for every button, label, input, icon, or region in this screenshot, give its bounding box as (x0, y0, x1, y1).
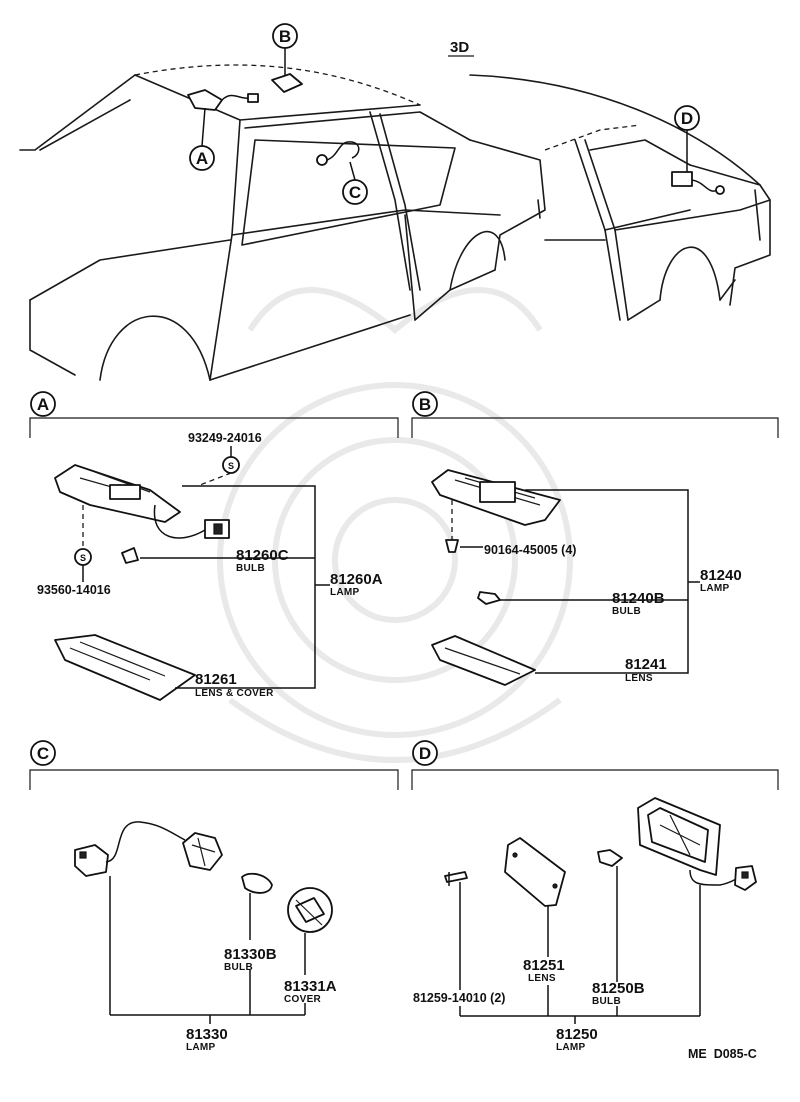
d-bulb-no: 81250B (592, 980, 645, 997)
watermark-emblem (217, 287, 573, 763)
c-lamp-label: LAMP (186, 1042, 216, 1053)
car-lamp-d (671, 130, 725, 195)
d-bulb-label: BULB (592, 996, 621, 1007)
b-screw-no: 90164-45005 (4) (484, 543, 576, 557)
b-lamp-no: 81240 (700, 567, 742, 584)
section-d-label: D (419, 744, 431, 763)
car-lamp-c (316, 141, 360, 181)
section-d: D 81251 LENS 81250B BULB 81259-14010 (2) (411, 740, 779, 1053)
callout-b-car-label: B (279, 27, 291, 46)
c-bulb-label: BULB (224, 962, 253, 973)
section-b-circle[interactable] (412, 391, 438, 417)
footer-code: ME D085-C (688, 1047, 757, 1061)
section-b-label: B (419, 395, 431, 414)
b-bulb-no: 81240B (612, 590, 665, 607)
callout-b-car[interactable]: B (272, 23, 298, 49)
section-b: B 90164-45005 (4) 81240 LAMP 81240B BULB… (411, 391, 779, 686)
section-c-circle[interactable] (30, 740, 56, 766)
section-c-label: C (37, 744, 49, 763)
b-lens-label: LENS (625, 673, 653, 684)
a-screw-bottom-no: 93560-14016 (37, 583, 111, 597)
screw-symbol-a-top: S (228, 461, 234, 471)
section-a-circle[interactable] (30, 391, 56, 417)
a-lens-label: LENS & COVER (195, 688, 274, 699)
section-d-circle[interactable] (412, 740, 438, 766)
c-cover-label: COVER (284, 994, 322, 1005)
car-lamp-b (271, 48, 303, 93)
d-lens-label: LENS (528, 973, 556, 984)
section-a-label: A (37, 395, 49, 414)
a-lens-no: 81261 (195, 671, 237, 688)
callout-c-car-label: C (349, 183, 361, 202)
sedan-rear-sketch (469, 74, 771, 321)
b-lamp-label: LAMP (700, 583, 730, 594)
c-lamp-no: 81330 (186, 1026, 228, 1043)
b-lens-no: 81241 (625, 656, 667, 673)
a-bulb-label: BULB (236, 563, 265, 574)
callout-a-car-label: A (196, 149, 208, 168)
sedan-front-sketch (19, 64, 546, 381)
c-bulb-no: 81330B (224, 946, 277, 963)
model-tag: 3D (450, 39, 469, 56)
callout-d-car-label: D (681, 109, 693, 128)
a-lamp-no: 81260A (330, 571, 383, 588)
section-a: A S S 93249-24016 93560-14016 81260C BUL… (29, 391, 399, 701)
callout-d-car[interactable]: D (674, 105, 700, 131)
callout-c-car[interactable]: C (342, 179, 368, 205)
a-screw-top-no: 93249-24016 (188, 431, 262, 445)
screw-symbol-a-bottom: S (80, 553, 86, 563)
a-lamp-label: LAMP (330, 587, 360, 598)
c-cover-no: 81331A (284, 978, 337, 995)
d-screw-no: 81259-14010 (2) (413, 991, 505, 1005)
callout-a-car[interactable]: A (189, 145, 215, 171)
car-lamp-a (187, 89, 259, 147)
a-bulb-no: 81260C (236, 547, 289, 564)
b-bulb-label: BULB (612, 606, 641, 617)
section-c: C 81330B BULB 81331A COVER 81330 LAMP (29, 740, 399, 1053)
d-lens-no: 81251 (523, 957, 565, 974)
d-lamp-no: 81250 (556, 1026, 598, 1043)
d-lamp-label: LAMP (556, 1042, 586, 1053)
